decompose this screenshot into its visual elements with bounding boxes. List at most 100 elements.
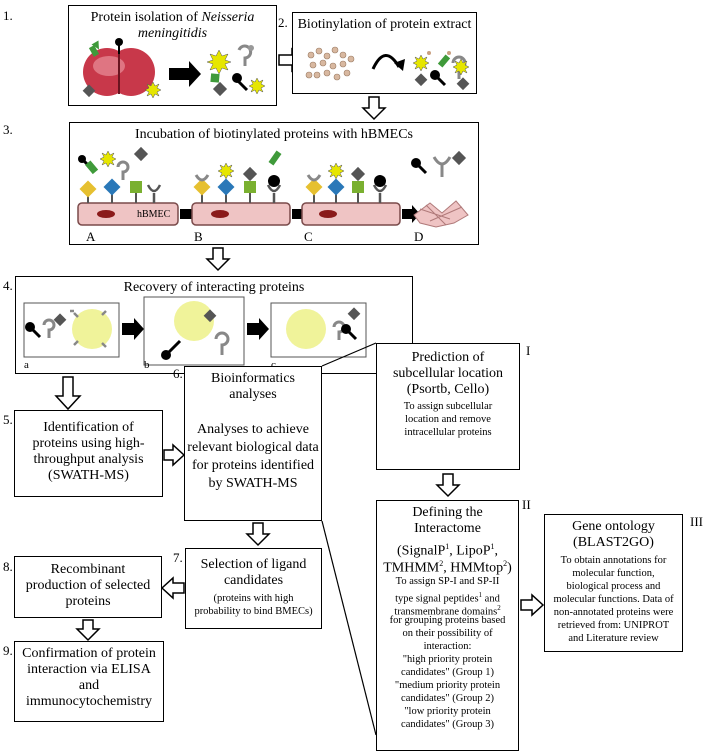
bioinfo-II-group-line-1: for grouping proteins based	[389, 615, 506, 626]
neisseria-bacteria-icon	[83, 48, 155, 96]
bioinfo-I-sub-2: location and remove	[405, 414, 491, 425]
bioinfo-II-line-2: Interactome	[414, 521, 481, 536]
bioinfo-III-sub-3: biological process and	[566, 581, 661, 592]
eluted-proteins-D	[411, 150, 467, 177]
step-9-number: 9.	[3, 643, 13, 658]
panel-b-label: b	[144, 359, 150, 371]
roman-I: I	[526, 343, 531, 358]
bioinfo-III-line-1: Gene ontology	[572, 519, 655, 534]
step-9-line-1: Confirmation of protein	[22, 646, 156, 661]
step-8-line-1: Recombinant	[50, 562, 126, 577]
step-7-number: 7.	[173, 550, 183, 565]
bioinfo-II-sub-3: transmembrane domains2	[394, 604, 501, 618]
bioinfo-I-line-2: subcellular location	[392, 366, 504, 381]
bioinfo-I-line-3: (Psortb, Cello)	[406, 382, 490, 397]
bioinfo-II-group-line-8: "low priority protein	[404, 706, 491, 717]
panel-a-label: a	[24, 359, 29, 371]
step-6-line-7: by SWATH-MS	[208, 476, 298, 491]
bioinfo-II-group-line-9: candidates" (Group 3)	[401, 719, 494, 730]
step-7-line-2: candidates	[223, 573, 284, 588]
bioinfo-II-group-line-3: interaction:	[423, 641, 472, 652]
step-4-box: Recovery of interacting proteins a b c	[15, 276, 413, 374]
step-5-line-1: Identification of	[43, 420, 134, 435]
flow-arrow-5-to-6	[163, 443, 186, 467]
step-4-number: 4.	[3, 278, 13, 293]
step-4-title: Recovery of interacting proteins	[123, 280, 305, 295]
hbmec-label: hBMEC	[137, 209, 171, 220]
hbmec-cell-B	[191, 202, 291, 226]
flow-arrow-2-to-3	[361, 96, 387, 121]
step-6-line-4: Analyses to achieve	[197, 422, 309, 437]
bioinfo-III-sub-5: non-annotated proteins were	[553, 607, 674, 618]
bioinfo-box-II: Defining the Interactome (SignalP1, Lipo…	[376, 500, 519, 751]
bioinfo-II-tools-1: (SignalP1, LipoP1,	[397, 542, 498, 559]
bioinfo-II-group-line-5: candidates" (Group 1)	[401, 667, 494, 678]
bioinfo-II-group-line-4: "high priority protein	[402, 654, 493, 665]
bioinfo-III-sub-4: molecular functions. Data of	[553, 594, 674, 605]
step-5-number: 5.	[3, 412, 13, 427]
yellow-star-icon	[144, 81, 162, 99]
step-3-number: 3.	[3, 122, 13, 137]
roman-III: III	[690, 514, 703, 529]
step-9-line-4: immunocytochemistry	[26, 694, 152, 709]
bioinfo-III-sub-6: retrieved from: UNIPROT	[557, 620, 670, 631]
step-6-heading-1: Bioinformatics	[211, 371, 295, 386]
panel-B-label: B	[194, 229, 203, 244]
step-9-line-2: interaction via ELISA	[27, 662, 151, 677]
bioinfo-II-group-line-2: on their possibility of	[402, 628, 493, 639]
bioinfo-III-sub-7: and Literature review	[568, 633, 659, 644]
step-6-box: Bioinformatics analyses Analyses to achi…	[184, 366, 322, 521]
panel-D-label: D	[414, 229, 424, 244]
step-2-title: Biotinylation of protein extract	[297, 17, 472, 32]
flow-arrow-II-to-III	[520, 593, 545, 617]
bioinfo-II-line-1: Defining the	[412, 505, 483, 520]
flow-arrow-I-to-II	[435, 473, 461, 498]
biotin-dots-icon	[305, 46, 355, 81]
step-2-illustration	[305, 46, 470, 91]
panel-c-label: c	[271, 359, 276, 371]
bioinfo-III-sub-2: molecular function,	[572, 568, 655, 579]
bioinfo-II-group-line-6: "medium priority protein	[394, 680, 501, 691]
step-7-sub-1: (proteins with high	[213, 593, 294, 604]
step-7-box: Selection of ligand candidates (proteins…	[185, 548, 322, 629]
step-2-box: Biotinylation of protein extract	[292, 12, 477, 94]
bioinfo-III-line-2: (BLAST2GO)	[573, 535, 654, 550]
step-5-line-3: throughput analysis	[33, 452, 144, 467]
flow-arrow-4-to-5	[54, 376, 82, 411]
step-4-illustration	[23, 296, 367, 366]
step-7-line-1: Selection of ligand	[200, 557, 307, 572]
step-9-line-3: and	[78, 678, 100, 693]
step-6-line-6: for proteins identified	[191, 458, 315, 473]
hbmec-cell-C	[301, 202, 401, 226]
bioinfo-I-sub-3: intracellular proteins	[404, 427, 492, 438]
step-1-number: 1.	[3, 8, 13, 23]
step-3-box: Incubation of biotinylated proteins with…	[69, 122, 479, 245]
step-1-title: Protein isolation of Neisseria meningiti…	[90, 10, 255, 41]
step-6-number: 6.	[173, 366, 183, 381]
bioinfo-box-I: Prediction of subcellular location (Psor…	[376, 343, 520, 470]
bioinfo-III-sub-1: To obtain annotations for	[560, 555, 667, 566]
hbmec-cell-A	[77, 202, 179, 226]
step-3-title: Incubation of biotinylated proteins with…	[134, 127, 414, 142]
step-1-illustration	[82, 38, 266, 99]
biotinylated-proteins-icon	[412, 51, 470, 91]
flow-arrow-7-to-8	[160, 576, 185, 600]
bioinfo-I-sub-1: To assign subcellular	[403, 401, 493, 412]
flow-arrow-8-to-9	[75, 619, 101, 642]
bioinfo-II-sub-1: To assign SP-I and SP-II	[395, 576, 500, 587]
step-2-number: 2.	[278, 15, 288, 30]
step-1-box: Protein isolation of Neisseria meningiti…	[68, 5, 277, 106]
bioinfo-II-group-line-7: candidates" (Group 2)	[401, 693, 494, 704]
step-3-illustration	[77, 146, 469, 228]
green-arrow-icon	[91, 40, 99, 50]
step-5-line-4: (SWATH-MS)	[48, 468, 129, 483]
step-7-sub-2: probability to bind BMECs)	[194, 606, 313, 617]
step-8-line-3: proteins	[65, 594, 111, 609]
step-5-line-2: proteins using high-	[32, 436, 145, 451]
step-5-box: Identification of proteins using high- t…	[14, 410, 163, 497]
bioinfo-II-sub-2: type signal peptides1 and	[395, 591, 500, 605]
biotin-tag-icon	[115, 38, 123, 54]
step-8-box: Recombinant production of selected prote…	[14, 556, 162, 618]
roman-II: II	[522, 497, 531, 512]
